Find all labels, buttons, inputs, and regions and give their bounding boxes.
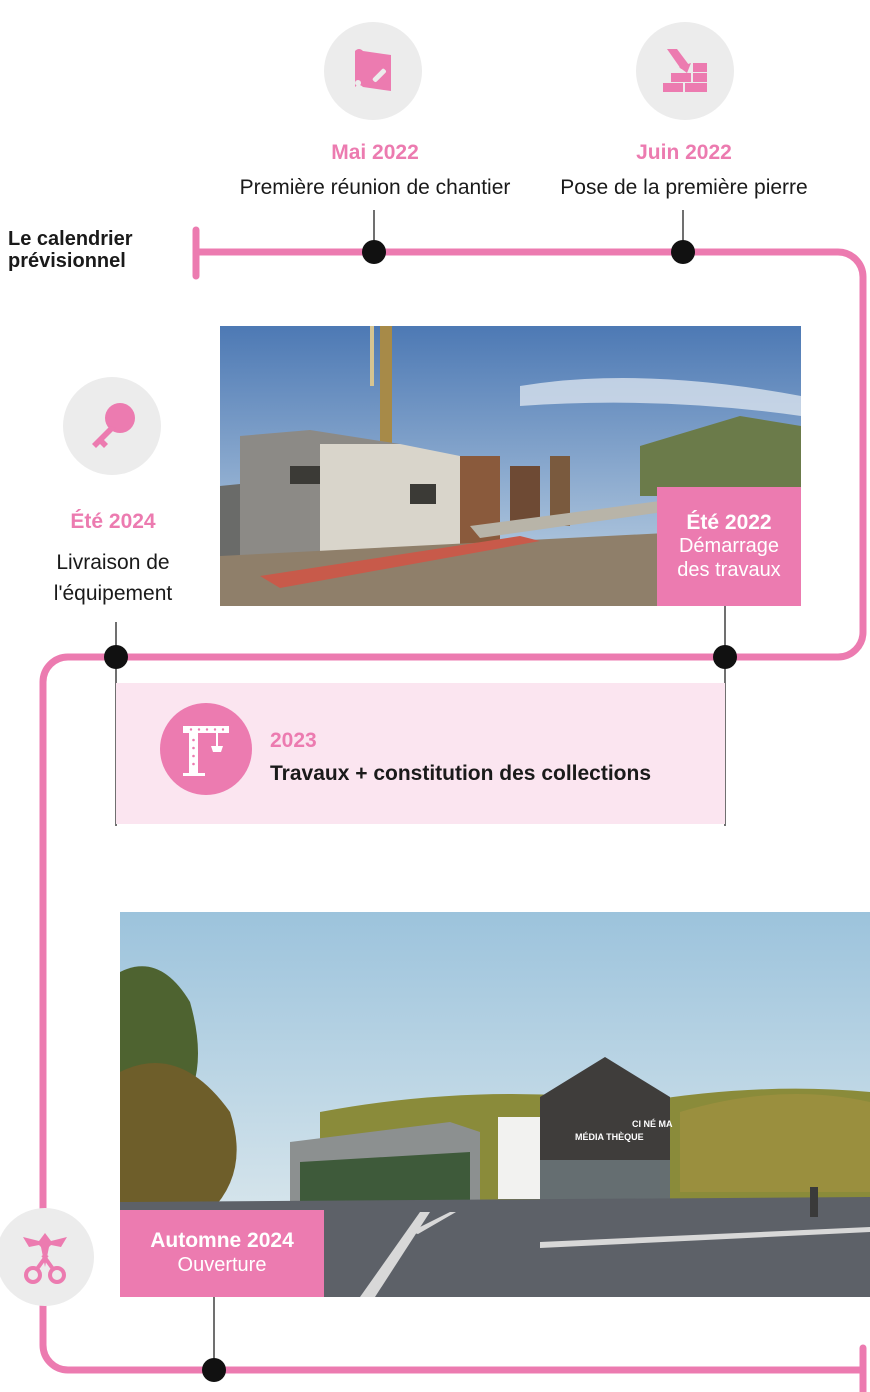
- milestone-icon-may-2022: [324, 22, 422, 120]
- caption-date: Été 2022: [686, 510, 772, 534]
- milestone-icon-summer-2024: [63, 377, 161, 475]
- milestone-desc-line2: l'équipement: [53, 582, 173, 605]
- caption-desc: Ouverture: [177, 1254, 267, 1277]
- milestone-icon-autumn-2024: [0, 1208, 94, 1306]
- band-desc: Travaux + constitution des collections: [270, 762, 652, 785]
- trowel-bricks-icon: [663, 49, 707, 92]
- caption-desc-line2: des travaux: [677, 558, 781, 581]
- milestone-date: Juin 2022: [636, 141, 732, 164]
- milestone-dot: [104, 645, 128, 669]
- milestone-desc: Pose de la première pierre: [560, 176, 808, 199]
- milestone-dot: [202, 1358, 226, 1382]
- milestone-date: Mai 2022: [331, 141, 419, 164]
- milestone-desc: Première réunion de chantier: [239, 176, 511, 199]
- milestone-desc-line1: Livraison de: [56, 551, 170, 574]
- milestone-icon-june-2022: [636, 22, 734, 120]
- caption-summer-2022: Été 2022 Démarrage des travaux: [657, 487, 801, 606]
- milestone-date: Été 2024: [70, 510, 156, 533]
- caption-desc-line1: Démarrage: [678, 535, 780, 558]
- band-date: 2023: [270, 729, 317, 752]
- milestone-dot: [713, 645, 737, 669]
- crane-icon: [183, 726, 229, 776]
- milestone-dot: [671, 240, 695, 264]
- milestone-dot: [362, 240, 386, 264]
- caption-autumn-2024: Automne 2024 Ouverture: [120, 1210, 324, 1297]
- timeline-title: Le calendrier prévisionnel: [8, 228, 133, 273]
- scissors-ribbon-icon: [23, 1233, 67, 1284]
- key-icon: [92, 403, 135, 448]
- milestone-icon-2023: [160, 703, 252, 795]
- building-sign-line1: MÉDIA THÈQUE: [575, 1132, 644, 1142]
- map-pen-icon: [355, 49, 391, 91]
- building-sign-line2: CI NÉ MA: [632, 1119, 673, 1129]
- caption-date: Automne 2024: [150, 1229, 294, 1253]
